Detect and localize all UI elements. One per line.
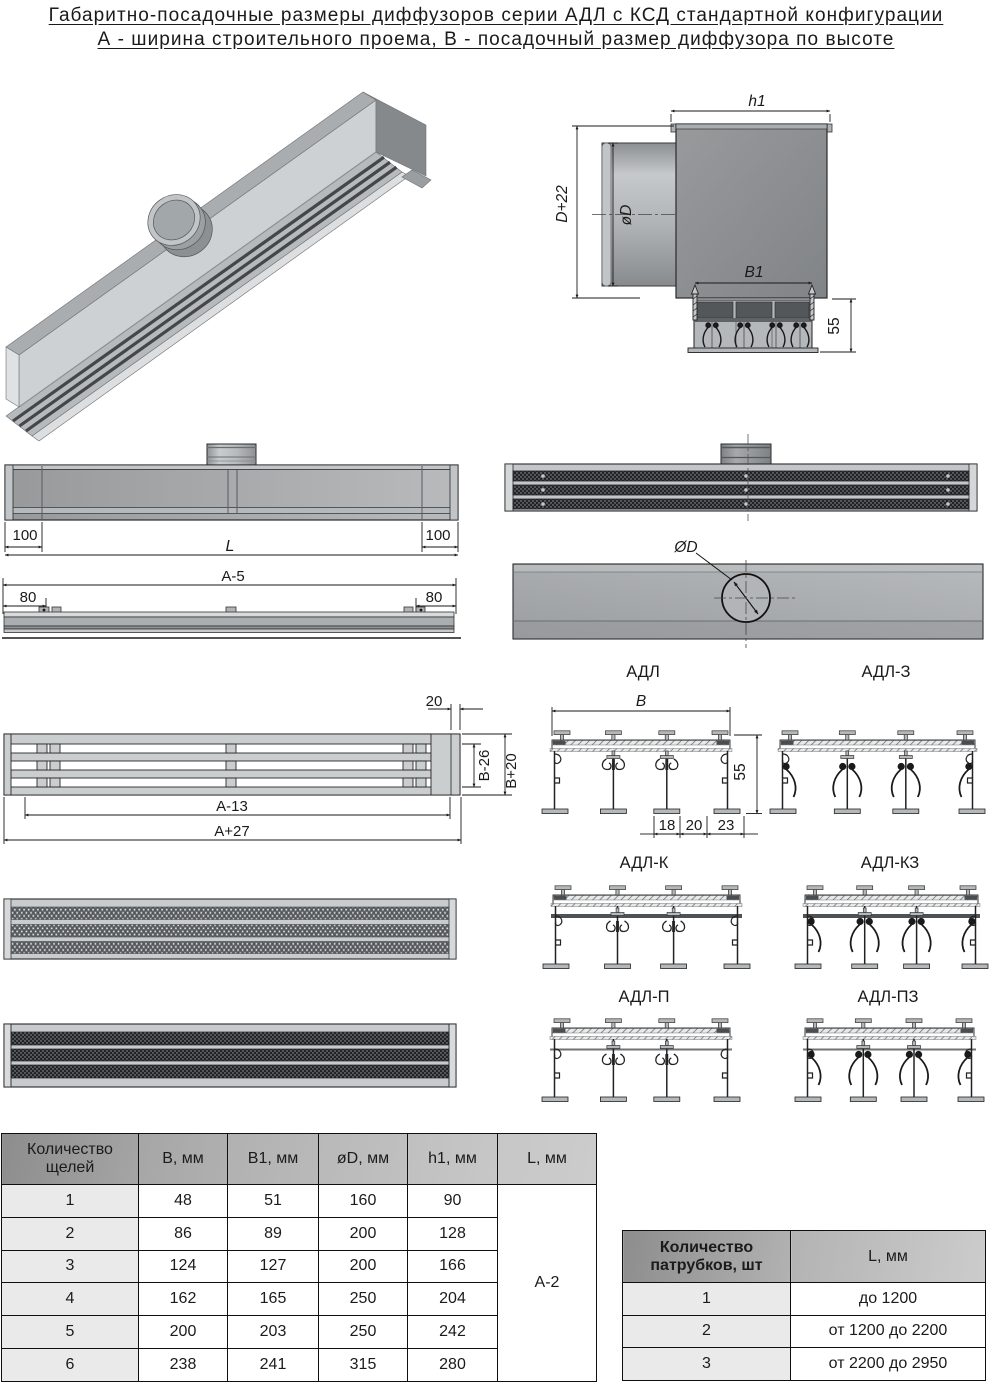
- svg-text:B1: B1: [745, 264, 764, 281]
- svg-text:АДЛ-К: АДЛ-К: [620, 854, 669, 872]
- svg-text:55: 55: [826, 317, 843, 334]
- svg-text:В-26: В-26: [476, 750, 493, 782]
- svg-text:h1: h1: [748, 93, 765, 110]
- svg-text:80: 80: [20, 589, 37, 606]
- svg-text:ØD: ØD: [673, 539, 697, 556]
- svg-text:18: 18: [659, 817, 676, 834]
- svg-text:20: 20: [426, 693, 443, 710]
- svg-text:В: В: [636, 693, 646, 710]
- svg-text:øD: øD: [618, 205, 635, 226]
- svg-text:D+22: D+22: [554, 185, 571, 223]
- svg-text:А-13: А-13: [216, 798, 248, 815]
- svg-text:АДЛ: АДЛ: [626, 663, 660, 681]
- svg-text:В+20: В+20: [503, 753, 520, 788]
- svg-text:L: L: [226, 538, 235, 555]
- svg-text:20: 20: [686, 817, 703, 834]
- svg-text:23: 23: [718, 817, 735, 834]
- svg-text:АДЛ-П: АДЛ-П: [619, 988, 670, 1006]
- svg-text:АДЛ-З: АДЛ-З: [861, 663, 910, 681]
- svg-text:АДЛ-КЗ: АДЛ-КЗ: [861, 854, 919, 872]
- svg-text:80: 80: [426, 589, 443, 606]
- svg-text:100: 100: [12, 527, 37, 544]
- svg-text:100: 100: [425, 527, 450, 544]
- svg-text:А+27: А+27: [214, 823, 249, 840]
- svg-text:АДЛ-ПЗ: АДЛ-ПЗ: [858, 988, 919, 1006]
- svg-text:А-5: А-5: [221, 568, 244, 585]
- svg-text:55: 55: [732, 763, 749, 780]
